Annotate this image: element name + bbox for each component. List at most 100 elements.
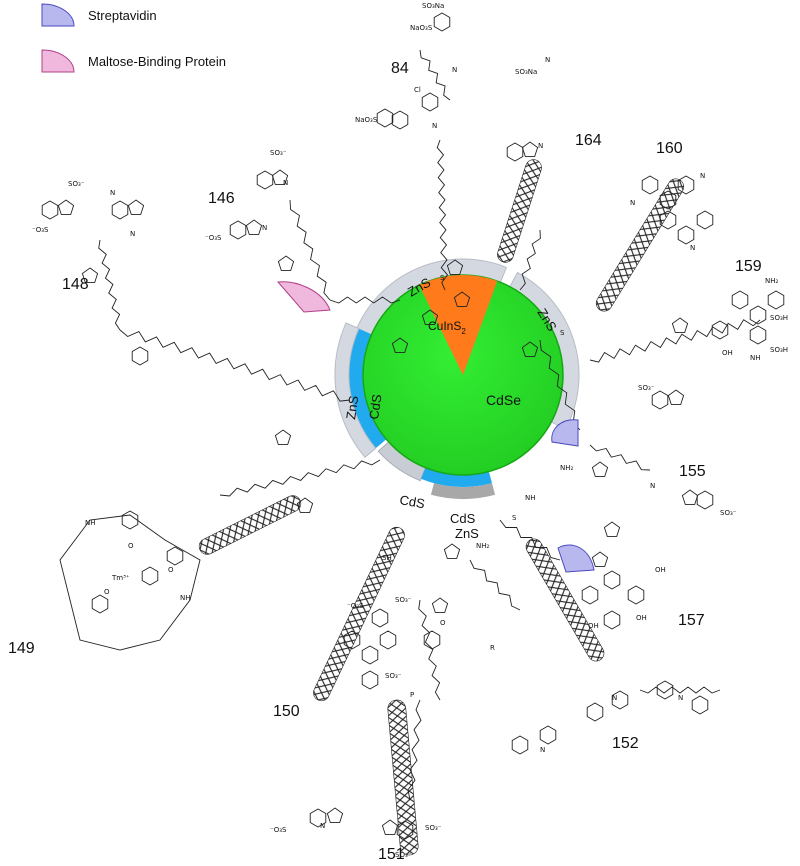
shell-label: ZnS bbox=[343, 394, 361, 420]
atom-label-oh: OH bbox=[655, 566, 666, 574]
atom-label-o: O bbox=[128, 542, 134, 550]
ring-157 bbox=[581, 585, 599, 605]
ring-his bbox=[391, 337, 409, 353]
ring-151-maleimide bbox=[431, 597, 449, 613]
ring-151-cyclohexyl bbox=[423, 630, 441, 650]
zns-shell-bottom bbox=[430, 483, 496, 499]
ring-152 bbox=[691, 695, 709, 715]
compound-label-160: 160 bbox=[656, 140, 683, 157]
atom-label-so3: SO₃⁻ bbox=[395, 851, 412, 859]
ring-159 bbox=[749, 305, 767, 325]
ring-148 bbox=[127, 199, 145, 215]
dna-helix-150 bbox=[313, 526, 405, 702]
ring-155 bbox=[696, 490, 714, 510]
atom-label-s: S bbox=[560, 329, 565, 337]
streptavidin-icon bbox=[551, 419, 579, 447]
ring-his bbox=[274, 429, 292, 445]
atom-label-tm: Tm³⁺ bbox=[111, 574, 130, 582]
atom-label-o3s: ⁻O₃S bbox=[32, 226, 49, 234]
cuins2-wedge bbox=[419, 275, 498, 375]
ring-his bbox=[443, 543, 461, 559]
atom-label-n: N bbox=[283, 179, 288, 187]
linker-149-arm bbox=[219, 459, 381, 497]
dna-helix-152 bbox=[525, 538, 605, 662]
atom-label-so3h: SO₃H bbox=[770, 346, 788, 354]
atom-label-n: N bbox=[538, 142, 543, 150]
dna-helix-160 bbox=[595, 178, 685, 312]
ring-150 bbox=[343, 630, 361, 650]
atom-label-n: N bbox=[432, 122, 437, 130]
compound-label-157: 157 bbox=[678, 612, 705, 629]
ring-150 bbox=[379, 630, 397, 650]
compound-label-159: 159 bbox=[735, 258, 762, 275]
ring-150 bbox=[361, 670, 379, 690]
ring-146 bbox=[271, 169, 289, 185]
ring-151 bbox=[309, 808, 327, 828]
compound-label-84: 84 bbox=[391, 60, 409, 77]
ring-148-trp bbox=[131, 346, 149, 366]
atom-label-so3h: SO₃H bbox=[770, 314, 788, 322]
linker-164 bbox=[519, 229, 541, 291]
legend-item-streptavidin: Streptavidin bbox=[40, 2, 157, 28]
atom-label-so3: SO₃⁻ bbox=[425, 824, 442, 832]
linker-146 bbox=[289, 199, 331, 301]
atom-label-n: N bbox=[130, 230, 135, 238]
maltose-binding-protein-swatch-icon bbox=[41, 49, 75, 73]
compound-label-150: 150 bbox=[273, 703, 300, 720]
zns-shell-left bbox=[334, 322, 377, 458]
ring-159 bbox=[767, 290, 785, 310]
shell-label: ZnS bbox=[455, 526, 479, 541]
atom-label-o3s: ⁻O₃S bbox=[205, 234, 222, 242]
atom-labels: NaO₃SSO₃NaSO₃NaNaO₃SClNNNNNNNSO₃⁻⁻O₃SNNS… bbox=[32, 2, 788, 859]
ring-84 bbox=[391, 110, 409, 130]
core-label: CdSe bbox=[486, 392, 521, 408]
atom-label-nh2: NH₂ bbox=[560, 464, 574, 472]
streptavidin-swatch-icon bbox=[41, 3, 75, 27]
ring-84 bbox=[421, 92, 439, 112]
dna-helix-151 bbox=[387, 699, 419, 856]
atom-label-na_so3: NaO₃S bbox=[410, 24, 433, 32]
ring-157 bbox=[603, 570, 621, 590]
atom-label-o3s: ⁻O₃S bbox=[270, 826, 287, 834]
atom-label-p: P bbox=[410, 691, 414, 699]
ring-148 bbox=[111, 200, 129, 220]
atom-label-so3: SO₃⁻ bbox=[395, 596, 412, 604]
linker-84 bbox=[436, 139, 449, 291]
ring-149 bbox=[121, 510, 139, 530]
ring-his bbox=[521, 341, 539, 357]
ring-151 bbox=[326, 807, 344, 823]
ring-152 bbox=[511, 735, 529, 755]
atom-label-cl: Cl bbox=[414, 86, 421, 94]
atom-label-so3: SO₃⁻ bbox=[385, 672, 402, 680]
atom-label-oh: OH bbox=[722, 349, 733, 357]
atom-label-n: N bbox=[678, 694, 683, 702]
ring-159 bbox=[731, 290, 749, 310]
atom-label-n: N bbox=[650, 482, 655, 490]
linker-148 bbox=[98, 239, 121, 331]
ring-his bbox=[421, 309, 439, 325]
atom-label-so3: SO₃⁻ bbox=[270, 149, 287, 157]
atom-label-oh: OH bbox=[636, 614, 647, 622]
ring-148 bbox=[41, 200, 59, 220]
ring-152 bbox=[656, 680, 674, 700]
compound-label-164: 164 bbox=[575, 132, 602, 149]
ring-84 bbox=[433, 12, 451, 32]
atom-label-nh2: NH₂ bbox=[476, 542, 490, 550]
ring-his bbox=[296, 497, 314, 513]
ring-his bbox=[603, 521, 621, 537]
ring-146 bbox=[229, 220, 247, 240]
atom-label-so3: SO₃⁻ bbox=[68, 180, 85, 188]
legend-label: Streptavidin bbox=[88, 7, 157, 23]
atom-label-n: N bbox=[452, 66, 457, 74]
atom-label-nh: NH bbox=[750, 354, 761, 362]
ring-159-maleimide bbox=[671, 317, 689, 333]
atom-label-nh: NH bbox=[85, 519, 96, 527]
linker-146-histag bbox=[329, 296, 401, 304]
atom-label-n: N bbox=[262, 224, 267, 232]
atom-label-so3: SO₃⁻ bbox=[720, 509, 737, 517]
dna-helix-149 bbox=[198, 495, 302, 555]
ring-his bbox=[591, 461, 609, 477]
atom-label-nh2: NH₂ bbox=[765, 277, 779, 285]
streptavidin-icon bbox=[557, 544, 595, 573]
